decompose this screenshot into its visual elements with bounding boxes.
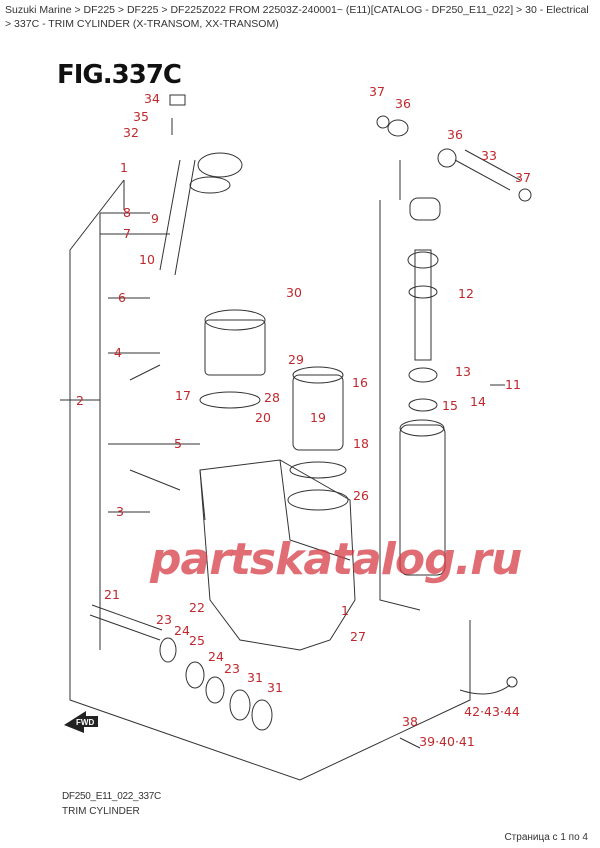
part-callout[interactable]: 4 <box>114 345 122 360</box>
part-callout[interactable]: 27 <box>350 629 366 644</box>
part-callout[interactable]: 7 <box>123 226 131 241</box>
part-callout[interactable]: 14 <box>470 394 486 409</box>
part-callout[interactable]: 24 <box>174 623 190 638</box>
watermark: partskatalog.ru <box>150 534 522 585</box>
part-callout[interactable]: 13 <box>455 364 471 379</box>
part-callout[interactable]: 16 <box>352 375 368 390</box>
part-callout[interactable]: 23 <box>156 612 172 627</box>
part-callout[interactable]: 31 <box>267 680 283 695</box>
part-callout[interactable]: 2 <box>76 393 84 408</box>
part-callout[interactable]: 8 <box>123 205 131 220</box>
part-callout[interactable]: 36 <box>447 127 463 142</box>
part-callout[interactable]: 32 <box>123 125 139 140</box>
diagram-subtitle: TRIM CYLINDER <box>62 806 140 817</box>
part-callout[interactable]: 6 <box>118 290 126 305</box>
part-callout[interactable]: 1 <box>341 603 349 618</box>
part-callout[interactable]: 28 <box>264 390 280 405</box>
part-callout[interactable]: 33 <box>481 148 497 163</box>
figure-title: FIG.337C <box>57 60 182 90</box>
part-callout[interactable]: 42·43·44 <box>464 704 520 719</box>
part-callout[interactable]: 37 <box>369 84 385 99</box>
part-callout[interactable]: 35 <box>133 109 149 124</box>
fwd-label: FWD <box>76 718 94 727</box>
part-callout[interactable]: 10 <box>139 252 155 267</box>
part-callout[interactable]: 11 <box>505 377 521 392</box>
part-callout[interactable]: 18 <box>353 436 369 451</box>
breadcrumb[interactable]: Suzuki Marine > DF225 > DF225 > DF225Z02… <box>5 4 589 30</box>
part-callout[interactable]: 36 <box>395 96 411 111</box>
part-callout[interactable]: 30 <box>286 285 302 300</box>
part-callout[interactable]: 9 <box>151 211 159 226</box>
diagram-code: DF250_E11_022_337C <box>62 791 161 802</box>
part-callout[interactable]: 20 <box>255 410 271 425</box>
part-callout[interactable]: 29 <box>288 352 304 367</box>
part-callout[interactable]: 39·40·41 <box>419 734 475 749</box>
part-callout[interactable]: 1 <box>120 160 128 175</box>
part-callout[interactable]: 25 <box>189 633 205 648</box>
part-callout[interactable]: 15 <box>442 398 458 413</box>
part-callout[interactable]: 19 <box>310 410 326 425</box>
part-callout[interactable]: 37 <box>515 170 531 185</box>
part-callout[interactable]: 12 <box>458 286 474 301</box>
part-callout[interactable]: 5 <box>174 436 182 451</box>
part-callout[interactable]: 23 <box>224 661 240 676</box>
part-callout[interactable]: 3 <box>116 504 124 519</box>
part-callout[interactable]: 24 <box>208 649 224 664</box>
part-callout[interactable]: 34 <box>144 91 160 106</box>
part-callout[interactable]: 26 <box>353 488 369 503</box>
fwd-arrow-icon: FWD <box>62 705 102 740</box>
part-callout[interactable]: 38 <box>402 714 418 729</box>
part-callout[interactable]: 17 <box>175 388 191 403</box>
part-callout[interactable]: 31 <box>247 670 263 685</box>
pagination: Страница с 1 по 4 <box>504 832 588 843</box>
part-callout[interactable]: 22 <box>189 600 205 615</box>
part-callout[interactable]: 21 <box>104 587 120 602</box>
